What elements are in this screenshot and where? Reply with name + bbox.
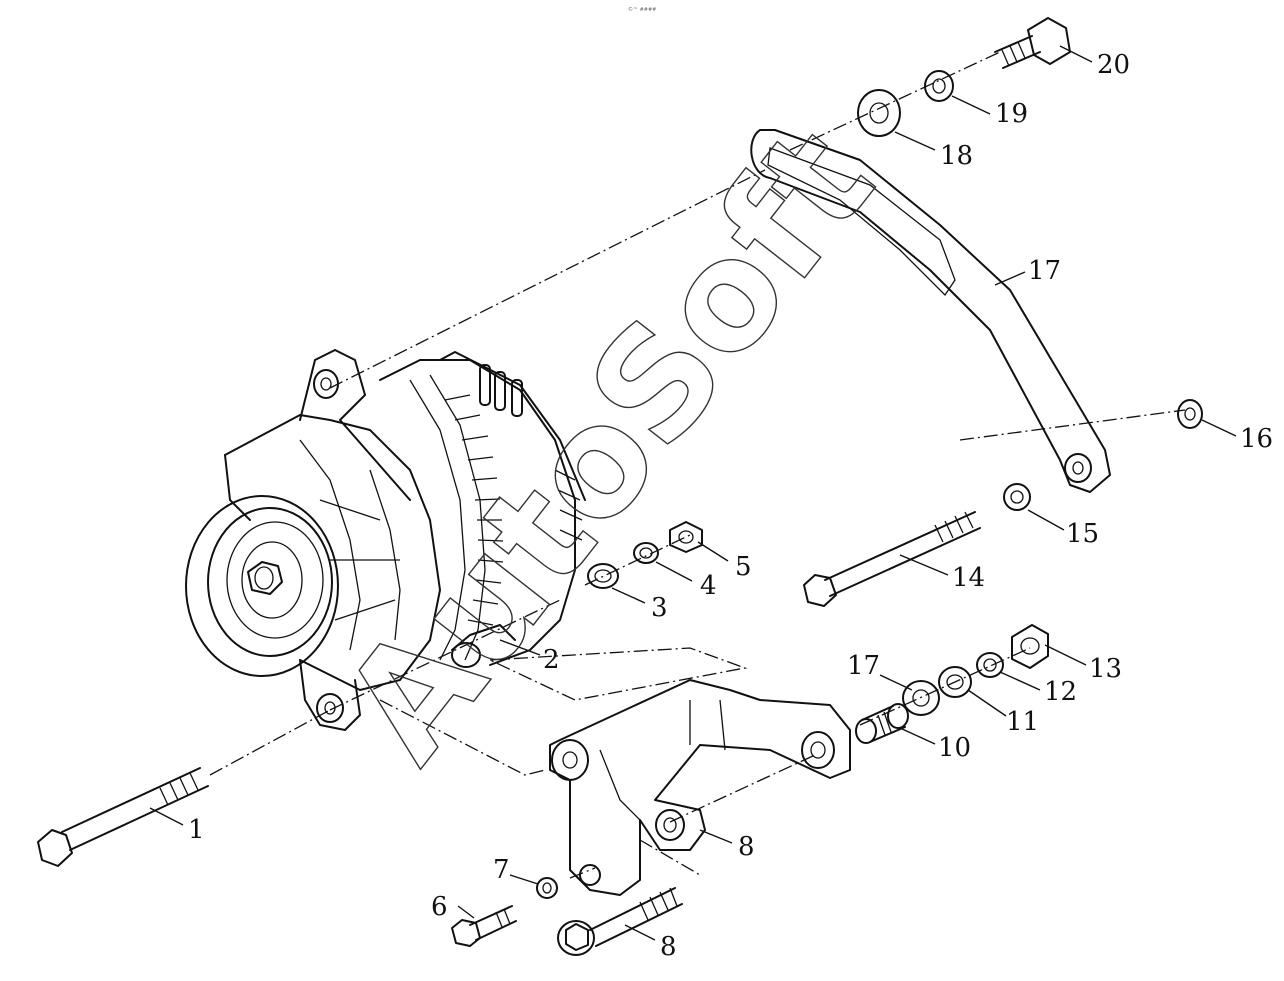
part-8-bracket xyxy=(549,679,851,896)
part-14-long-bolt xyxy=(803,511,981,607)
part-8-flange-bolt xyxy=(557,887,683,956)
callout-2: 2 xyxy=(543,645,560,675)
callout-5: 5 xyxy=(735,552,752,582)
callout-15: 15 xyxy=(1066,519,1099,549)
callout-11: 11 xyxy=(1006,707,1039,737)
part-5-nut xyxy=(669,521,703,553)
callout-12: 12 xyxy=(1044,677,1077,707)
part-12-spring-washer xyxy=(976,652,1004,678)
part-11-washer xyxy=(938,666,972,698)
leader-lines xyxy=(149,45,1237,941)
callout-7: 7 xyxy=(493,855,510,885)
alignment-lines xyxy=(209,51,1186,879)
callout-20: 20 xyxy=(1097,50,1130,80)
part-10-bushing xyxy=(855,703,909,744)
callout-18: 18 xyxy=(940,141,973,171)
part-1-long-bolt xyxy=(37,767,209,867)
callout-13: 13 xyxy=(1089,654,1122,684)
header-mark: ©™ #### xyxy=(628,6,656,13)
callout-14: 14 xyxy=(952,563,985,593)
callout-4: 4 xyxy=(700,571,717,601)
callout-8-bolt: 8 xyxy=(660,932,677,962)
part-6-bolt xyxy=(451,905,517,947)
watermark: AutoSoft xyxy=(311,97,907,792)
callout-1: 1 xyxy=(188,815,205,845)
part-13-nut xyxy=(1011,624,1049,669)
part-20-bolt xyxy=(994,17,1071,69)
part-18-flat-washer xyxy=(857,89,901,137)
callout-3: 3 xyxy=(651,593,668,623)
callout-10: 10 xyxy=(938,733,971,763)
callout-17-spacer: 17 xyxy=(847,651,880,681)
callout-17-strap: 17 xyxy=(1028,256,1061,286)
callout-6: 6 xyxy=(431,892,448,922)
part-19-spring-washer xyxy=(924,70,954,102)
part-4-spring-washer xyxy=(633,542,659,564)
callout-8-bracket: 8 xyxy=(738,832,755,862)
part-15-spring-washer xyxy=(1003,483,1031,511)
callout-labels: 1 2 3 4 5 6 7 8 8 10 11 12 13 14 15 16 1… xyxy=(188,50,1273,962)
part-16-washer xyxy=(1177,399,1203,429)
part-17-spacer-lower xyxy=(902,680,940,716)
callout-19: 19 xyxy=(995,99,1028,129)
part-17-adjusting-strap xyxy=(750,129,1111,493)
alternator xyxy=(185,349,586,731)
part-3-washer xyxy=(587,563,619,589)
callout-16: 16 xyxy=(1240,424,1273,454)
part-7-washer xyxy=(536,877,558,899)
